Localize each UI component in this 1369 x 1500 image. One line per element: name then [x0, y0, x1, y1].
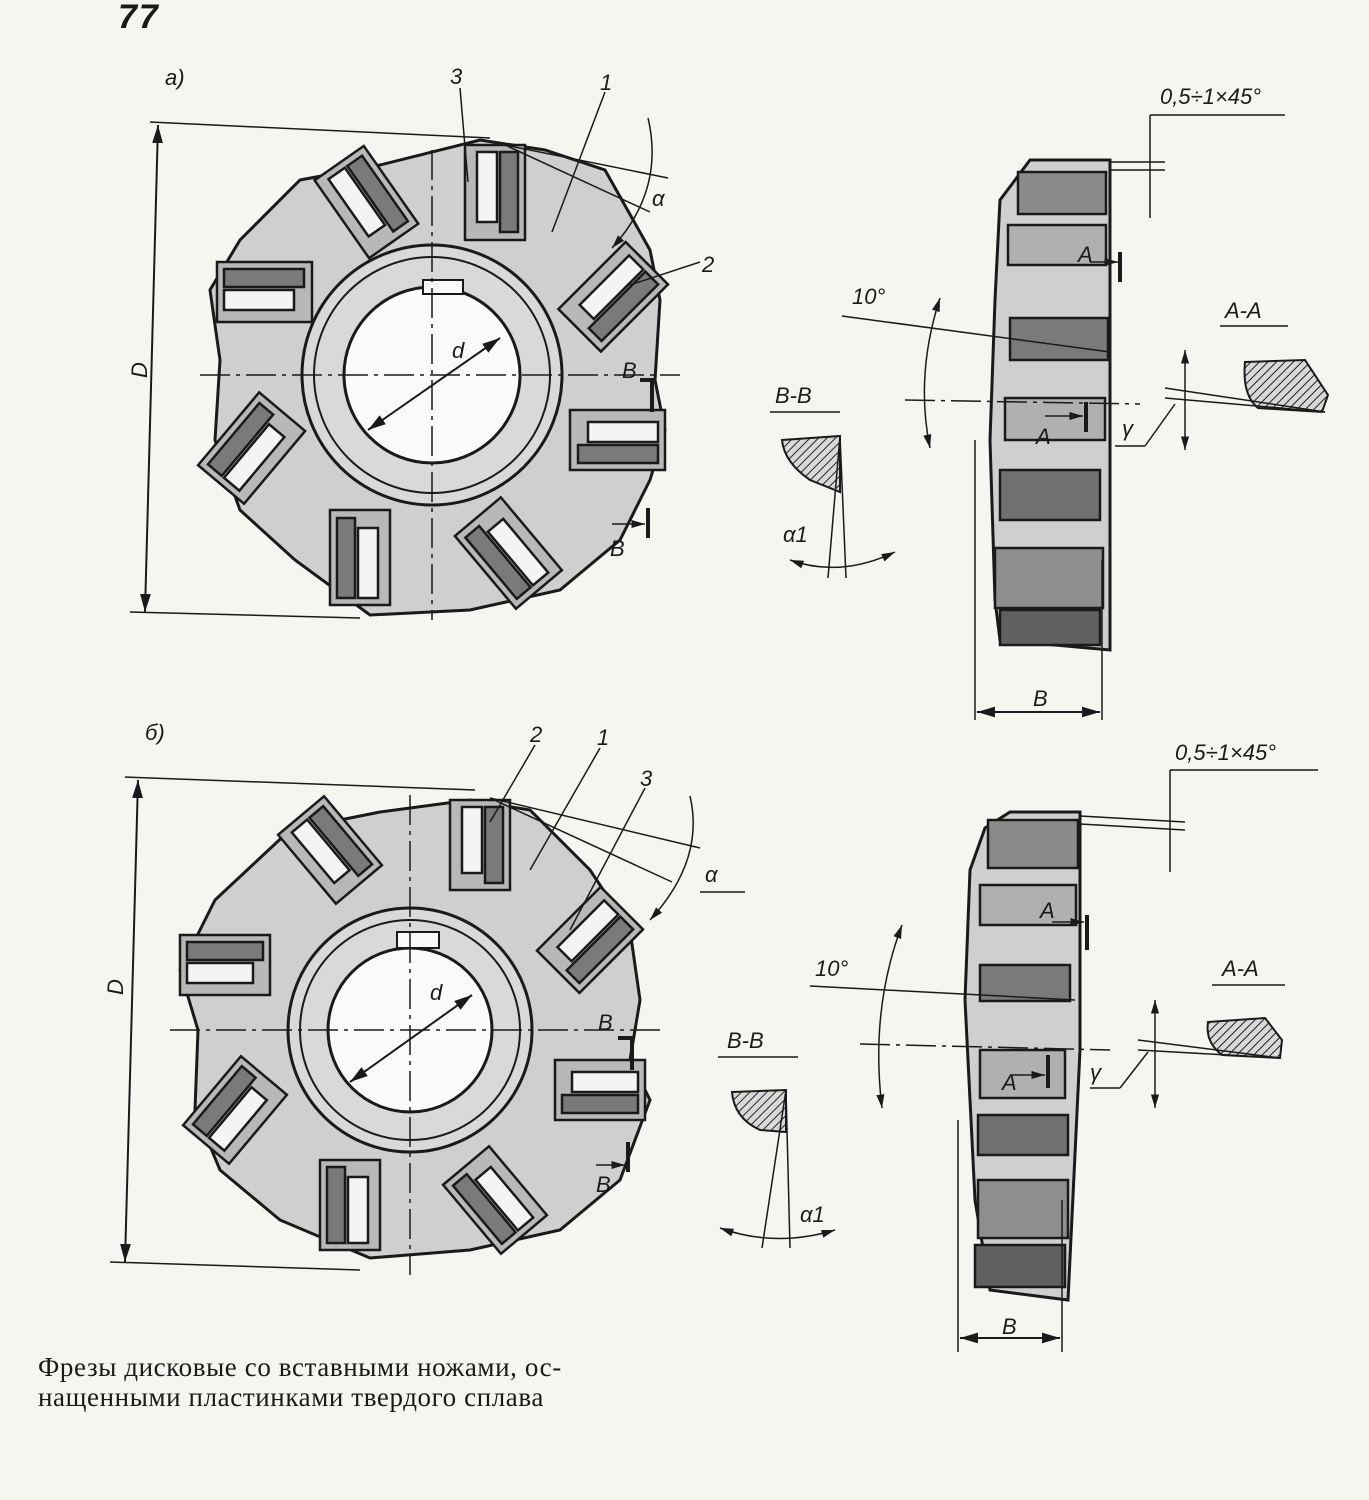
view-a-section-aa-title: A-A [1223, 298, 1262, 323]
view-b-diameter-label: D [103, 979, 128, 995]
view-a-title: а) [165, 65, 185, 90]
cutter-a-knives [196, 143, 670, 611]
cutter-b-knives [178, 794, 647, 1256]
caption-line-2: нащенными пластинками твердого сплава [38, 1382, 544, 1412]
view-b-callout-2: 2 [529, 722, 542, 747]
view-b-width-label: B [1002, 1314, 1017, 1339]
view-b-section-aa-title: A-A [1220, 956, 1259, 981]
view-b-callout-3: 3 [640, 766, 653, 791]
cutter-b-keyway [396, 931, 440, 949]
view-a-callout-1: 1 [600, 70, 612, 95]
view-a-callout-2: 2 [701, 252, 714, 277]
view-a-chamfer-label: 0,5÷1×45° [1160, 84, 1261, 109]
view-b-section-bb-title: B-B [727, 1028, 764, 1053]
view-a: а) d [127, 64, 1330, 720]
view-a-width-label: B [1033, 686, 1048, 711]
cutter-a-side: B 0,5÷1×45° 10° A A A-A [841, 84, 1330, 720]
view-b-chamfer-label: 0,5÷1×45° [1175, 740, 1276, 765]
view-a-bore-label: d [452, 338, 465, 363]
view-a-section-bb-angle: α1 [783, 522, 808, 547]
view-b-section-mark-top: B [598, 1010, 613, 1035]
view-b-title: б) [145, 720, 165, 745]
view-b: б) d D 2 [103, 720, 1318, 1352]
view-b-section-bb-angle: α1 [800, 1202, 825, 1227]
cutter-b-front: d [170, 794, 660, 1275]
caption-line-1: Фрезы дисковые со вставными ножами, ос- [38, 1352, 562, 1382]
view-a-callout-3: 3 [450, 64, 463, 89]
view-b-bore-label: d [430, 980, 443, 1005]
view-a-section-bb-title: B-B [775, 383, 812, 408]
view-a-section-bb: B-B α1 [770, 383, 896, 579]
view-a-diameter-label: D [127, 362, 152, 378]
view-a-alpha-label: α [652, 186, 666, 211]
view-b-callout-1: 1 [597, 725, 609, 750]
view-a-gamma-label: γ [1122, 416, 1135, 441]
view-a-angle-label: 10° [852, 284, 885, 309]
view-b-section-mark-bottom: B [596, 1172, 611, 1197]
figure-number: 77 [118, 0, 160, 36]
view-a-side-mark-bottom: A [1034, 424, 1051, 449]
view-b-side-mark-bottom: A [1000, 1070, 1017, 1095]
view-a-section-mark-top: B [622, 358, 637, 383]
view-b-alpha-label: α [705, 862, 719, 887]
view-b-angle-label: 10° [815, 956, 848, 981]
view-b-gamma-label: γ [1090, 1060, 1103, 1085]
figure-caption: Фрезы дисковые со вставными ножами, ос- … [38, 1352, 758, 1412]
view-a-side-mark-top: A [1076, 242, 1093, 267]
cutter-a-keyway [422, 279, 464, 295]
cutter-a-front: d [196, 138, 680, 620]
view-a-section-mark-bottom: B [610, 536, 625, 561]
view-b-section-bb: B-B α1 [718, 1028, 836, 1249]
cutter-b-side: B 0,5÷1×45° 10° A A A-A γ [809, 740, 1318, 1352]
view-b-side-mark-top: A [1038, 898, 1055, 923]
